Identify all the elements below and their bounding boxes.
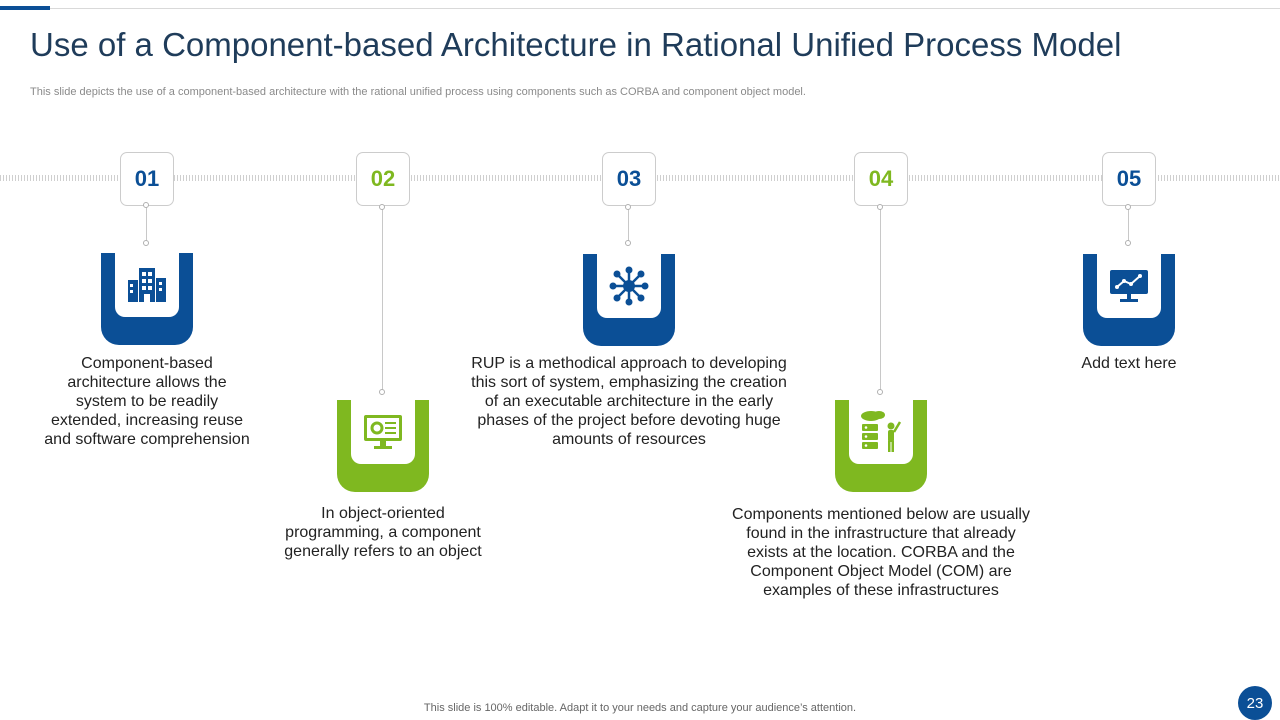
connector-dot-bottom — [1125, 240, 1131, 246]
step-number-box: 01 — [120, 152, 174, 206]
step-connector — [628, 207, 629, 243]
page-number-badge: 23 — [1238, 686, 1272, 720]
step-number-box: 05 — [1102, 152, 1156, 206]
step-description: Component-based architecture allows the … — [44, 355, 250, 448]
monitor-gear-icon — [364, 415, 402, 449]
step-number-box: 04 — [854, 152, 908, 206]
connector-dot-top — [877, 204, 883, 210]
network-hub-icon — [609, 266, 649, 306]
connector-dot-bottom — [143, 240, 149, 246]
step-description: Add text here — [1081, 355, 1177, 372]
step-connector — [880, 207, 881, 392]
step-description: RUP is a methodical approach to developi… — [471, 355, 787, 448]
step-icon-tile — [1083, 254, 1175, 346]
connector-dot-top — [1125, 204, 1131, 210]
connector-dot-bottom — [379, 389, 385, 395]
step-number-box: 03 — [602, 152, 656, 206]
step-connector — [1128, 207, 1129, 243]
connector-dot-bottom — [625, 240, 631, 246]
step-icon-tile — [101, 253, 193, 345]
server-presenter-icon — [861, 411, 902, 452]
step-icon-tile — [835, 400, 927, 492]
step-description: In object-oriented programming, a compon… — [284, 505, 482, 560]
step-description: Components mentioned below are usually f… — [732, 506, 1030, 599]
slide-subtitle: This slide depicts the use of a componen… — [30, 86, 806, 98]
step-connector — [382, 207, 383, 392]
connector-dot-top — [143, 202, 149, 208]
footer-note: This slide is 100% editable. Adapt it to… — [423, 702, 857, 714]
office-buildings-icon — [128, 268, 166, 302]
step-connector — [146, 205, 147, 243]
connector-dot-top — [625, 204, 631, 210]
monitor-chart-icon — [1110, 270, 1148, 302]
slide-title: Use of a Component-based Architecture in… — [30, 26, 1122, 63]
step-icon-tile — [337, 400, 429, 492]
connector-dot-bottom — [877, 389, 883, 395]
top-accent-bar — [0, 6, 50, 10]
step-icon-tile — [583, 254, 675, 346]
connector-dot-top — [379, 204, 385, 210]
step-number-box: 02 — [356, 152, 410, 206]
top-rule — [0, 8, 1280, 9]
